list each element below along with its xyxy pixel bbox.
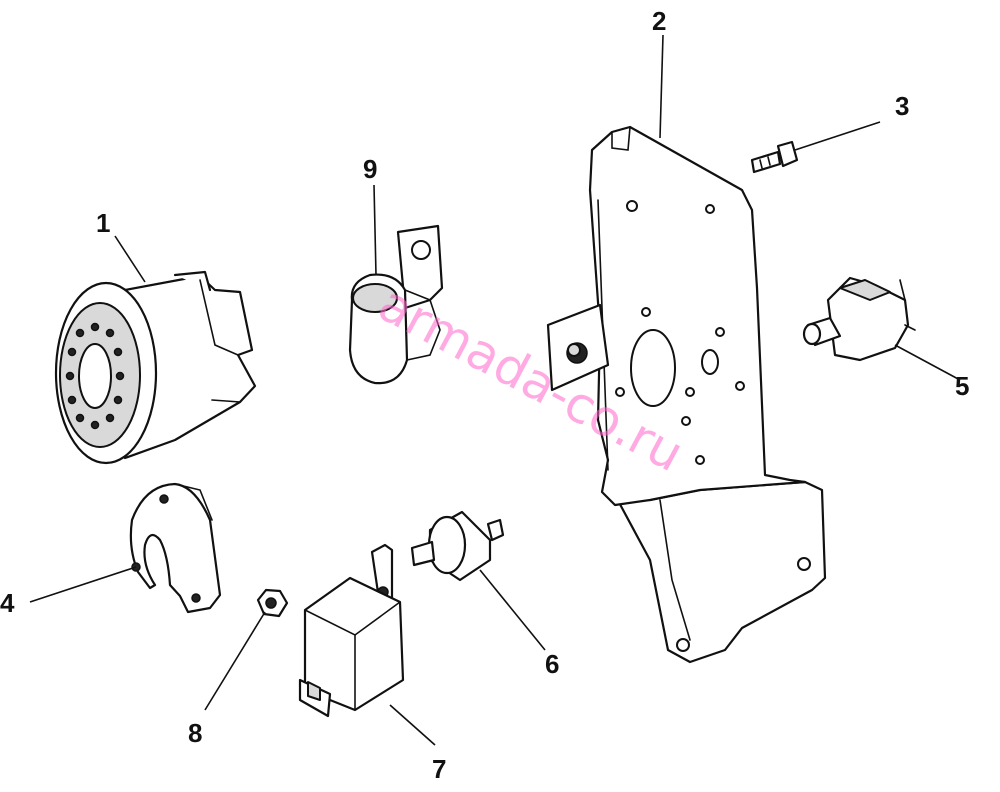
- leader-3: [794, 121, 881, 151]
- leader-6: [479, 569, 546, 651]
- callout-9: 9: [363, 154, 377, 184]
- leader-4: [29, 566, 137, 603]
- callout-4: 4: [0, 588, 15, 618]
- leader-8: [204, 611, 266, 711]
- callout-labels: 1 2 3 4 5 6 7 8 9: [0, 6, 969, 784]
- callout-5: 5: [955, 371, 969, 401]
- bolt-part: [750, 140, 799, 174]
- switch-part: [802, 276, 916, 362]
- cable-clip-part: [348, 224, 444, 385]
- bolt-hole-ring: [65, 322, 125, 430]
- callout-1: 1: [96, 208, 110, 238]
- bearing-housing-part: [54, 270, 257, 465]
- clamp-part: [129, 482, 222, 614]
- leader-2: [659, 34, 664, 139]
- relay-part: [298, 543, 405, 718]
- callout-2: 2: [652, 6, 666, 36]
- nut-part: [256, 588, 289, 618]
- mounting-bracket-part: [546, 125, 827, 664]
- callout-8: 8: [188, 718, 202, 748]
- rubber-mount-part: [410, 510, 505, 582]
- leader-lines: [29, 34, 961, 746]
- leader-5: [894, 344, 961, 381]
- callout-3: 3: [895, 91, 909, 121]
- callout-6: 6: [545, 649, 559, 679]
- leader-7: [389, 704, 436, 746]
- leader-1: [114, 235, 146, 283]
- leader-9: [373, 184, 377, 276]
- callout-7: 7: [432, 754, 446, 784]
